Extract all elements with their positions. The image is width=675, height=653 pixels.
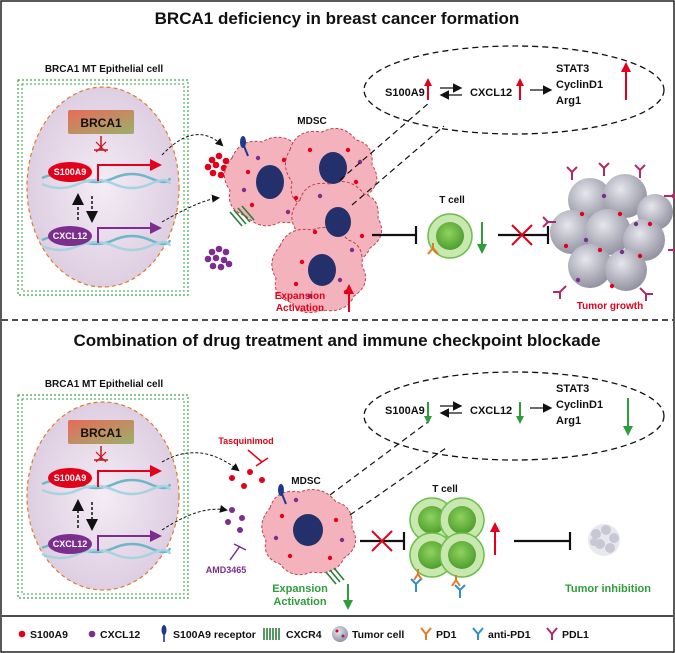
bottom-expansion: Expansion	[272, 583, 328, 595]
legend-tumor-cell: Tumor cell	[352, 629, 404, 641]
top-mdsc-cluster	[224, 127, 383, 314]
bottom-cxcl12-dots	[225, 507, 245, 533]
top-outcome: Tumor growth	[577, 301, 643, 312]
bottom-s100a9-dots	[229, 469, 265, 489]
top-pathway-b: CXCL12	[470, 87, 512, 99]
top-s100a9-gene	[48, 162, 92, 182]
top-panel: BRCA1 deficiency in breast cancer format…	[17, 9, 675, 314]
bottom-cell-frame	[17, 394, 189, 599]
bottom-pathway-c3: Arg1	[556, 415, 581, 427]
legend-s100a9-dot	[18, 630, 26, 638]
legend-anti-pd1-icon	[472, 627, 484, 640]
top-pathway-c3: Arg1	[556, 95, 581, 107]
top-pathway-a: S100A9	[385, 87, 425, 99]
legend-s100a9: S100A9	[30, 629, 68, 641]
top-activation: Activation	[276, 303, 324, 314]
bottom-tcell-cluster	[409, 497, 485, 598]
legend: S100A9 CXCL12 S100A9 receptor CXCR4 Tumo…	[2, 615, 673, 642]
top-cxcl12-gene-label: CXCL12	[53, 231, 88, 241]
legend-receptor: S100A9 receptor	[173, 629, 256, 641]
legend-cxcl12: CXCL12	[100, 629, 140, 641]
bottom-mdsc	[261, 484, 357, 585]
top-brca1-box	[68, 110, 134, 134]
drug-amd3465: AMD3465	[206, 565, 247, 575]
top-expansion: Expansion	[275, 291, 326, 302]
bottom-outcome: Tumor inhibition	[565, 583, 651, 595]
top-pathway-c1: STAT3	[556, 63, 589, 75]
bottom-brca1-label: BRCA1	[80, 426, 122, 440]
top-tumor-mass	[542, 162, 675, 301]
legend-cxcr4: CXCR4	[286, 629, 322, 641]
top-mdsc-label: MDSC	[297, 116, 326, 127]
bottom-brca1-box	[68, 420, 134, 444]
legend-tumor-icon	[332, 626, 348, 642]
top-pathway-c2: CyclinD1	[556, 79, 603, 91]
top-brca1-label: BRCA1	[80, 116, 122, 130]
bottom-title: Combination of drug treatment and immune…	[73, 331, 600, 350]
top-cxcl12-gene	[48, 226, 92, 246]
legend-receptor-icon	[161, 625, 167, 635]
drug-tasquinimod: Tasquinimod	[218, 436, 273, 446]
bottom-pathway-b: CXCL12	[470, 405, 512, 417]
legend-pd1: PD1	[436, 629, 457, 641]
bottom-pathway-c1: STAT3	[556, 383, 589, 395]
legend-pd1-icon	[420, 627, 432, 640]
bottom-cxcl12-gene-label: CXCL12	[53, 539, 88, 549]
bottom-s100a9-gene	[48, 468, 92, 488]
bottom-pathway-bubble	[363, 371, 665, 461]
top-cell-label: BRCA1 MT Epithelial cell	[45, 64, 164, 75]
bottom-pathway-a: S100A9	[385, 405, 425, 417]
bottom-pathway-c2: CyclinD1	[556, 399, 603, 411]
top-s100a9-gene-label: S100A9	[54, 167, 87, 177]
legend-cxcr4-icon	[263, 628, 280, 640]
bottom-s100a9-gene-label: S100A9	[54, 473, 87, 483]
bottom-tumor-small	[588, 524, 620, 556]
bottom-cell-label: BRCA1 MT Epithelial cell	[45, 379, 164, 390]
legend-pdl1: PDL1	[562, 629, 589, 641]
bottom-panel: Combination of drug treatment and immune…	[17, 331, 665, 610]
bottom-tcell-label: T cell	[432, 484, 458, 495]
top-pathway-bubble	[363, 45, 665, 135]
top-tcell-label: T cell	[439, 195, 465, 206]
bottom-mdsc-label: MDSC	[291, 476, 320, 487]
legend-anti-pd1: anti-PD1	[488, 629, 531, 641]
top-title: BRCA1 deficiency in breast cancer format…	[155, 9, 520, 28]
top-cell-frame	[17, 79, 189, 296]
bottom-activation: Activation	[273, 596, 326, 608]
legend-pdl1-icon	[546, 627, 558, 640]
top-cxcl12-cluster	[204, 245, 233, 271]
legend-cxcl12-dot	[88, 630, 96, 638]
bottom-cxcl12-gene	[48, 534, 92, 554]
